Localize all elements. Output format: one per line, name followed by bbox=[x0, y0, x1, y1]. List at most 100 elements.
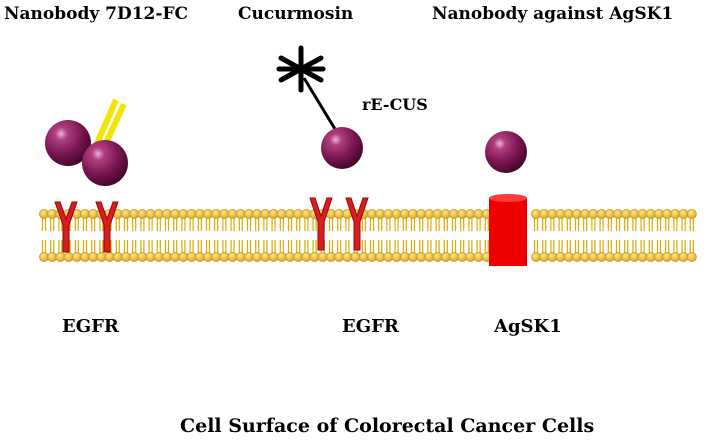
lipid-tails bbox=[50, 217, 55, 254]
lipid-tails bbox=[148, 217, 153, 254]
lipid-tails bbox=[607, 217, 612, 254]
lipid-tails bbox=[484, 217, 489, 254]
lipid-head bbox=[80, 209, 90, 219]
lipid-head bbox=[621, 209, 632, 219]
egfr-receptor-icon bbox=[345, 197, 369, 251]
lipid-tails bbox=[361, 217, 366, 254]
lipid-tails bbox=[681, 217, 686, 254]
lipid-head bbox=[440, 252, 451, 262]
lipid-head bbox=[153, 209, 164, 219]
lipid-tails bbox=[304, 217, 309, 254]
lipid-head bbox=[342, 252, 353, 262]
lipid-head bbox=[88, 209, 99, 219]
lipid-head bbox=[424, 209, 435, 219]
lipid-head bbox=[260, 252, 271, 262]
lipid-tails bbox=[279, 217, 284, 254]
lipid-head bbox=[572, 252, 582, 262]
lipid-head bbox=[432, 252, 443, 262]
lipid-head bbox=[654, 252, 664, 262]
nanobody-7d12-fc bbox=[45, 98, 128, 186]
lipid-head bbox=[203, 252, 213, 262]
lipid-head bbox=[449, 209, 459, 219]
lipid-head bbox=[563, 209, 574, 219]
lipid-head bbox=[686, 252, 697, 262]
lipid-head bbox=[235, 209, 246, 219]
lipid-tails bbox=[312, 217, 317, 254]
lipid-head bbox=[670, 252, 681, 262]
lipid-tails bbox=[345, 217, 350, 254]
lipid-head bbox=[375, 209, 386, 219]
lipid-head bbox=[285, 209, 295, 219]
lipid-head bbox=[170, 252, 181, 262]
lipid-head bbox=[170, 209, 181, 219]
lipid-head bbox=[654, 209, 664, 219]
lipid-tails bbox=[394, 217, 399, 254]
lipid-head bbox=[219, 209, 230, 219]
lipid-head bbox=[686, 209, 697, 219]
lipid-head bbox=[399, 209, 410, 219]
lipid-tails bbox=[443, 217, 448, 254]
lipid-head bbox=[604, 209, 615, 219]
lipid-tails bbox=[255, 217, 260, 254]
lipid-bilayer bbox=[39, 209, 697, 262]
lipid-tails bbox=[558, 217, 563, 254]
lipid-head bbox=[211, 209, 222, 219]
lipid-head bbox=[121, 209, 131, 219]
lipid-head bbox=[293, 252, 304, 262]
nanobody-sphere bbox=[82, 140, 128, 186]
lipid-head bbox=[662, 252, 673, 262]
lipid-tails bbox=[91, 217, 96, 254]
lipid-head bbox=[613, 252, 623, 262]
lipid-head bbox=[309, 252, 320, 262]
lipid-tails bbox=[648, 217, 653, 254]
egfr-receptor-icon bbox=[95, 201, 119, 253]
nanobody-agsk1-label: Nanobody against AgSK1 bbox=[432, 4, 674, 24]
lipid-tails bbox=[156, 217, 161, 254]
lipid-tails bbox=[386, 217, 391, 254]
lipid-tails bbox=[468, 217, 473, 254]
egfr-receptor-icon bbox=[309, 197, 333, 251]
lipid-tails bbox=[181, 217, 186, 254]
lipid-head bbox=[244, 252, 254, 262]
lipid-tails bbox=[410, 217, 416, 254]
lipid-head bbox=[662, 209, 673, 219]
lipid-tails bbox=[222, 217, 227, 254]
lipid-tails bbox=[402, 217, 407, 254]
lipid-head bbox=[531, 209, 541, 219]
lipid-tails bbox=[140, 217, 145, 254]
lipid-head bbox=[432, 209, 443, 219]
lipid-head bbox=[424, 252, 435, 262]
lipid-head bbox=[153, 252, 164, 262]
lipid-tails bbox=[591, 217, 596, 254]
lipid-head bbox=[301, 252, 312, 262]
lipid-head bbox=[572, 209, 582, 219]
lipid-head bbox=[645, 209, 656, 219]
lipid-head bbox=[178, 252, 189, 262]
lipid-head bbox=[276, 252, 287, 262]
lipid-tails bbox=[238, 217, 243, 254]
lipid-tails bbox=[328, 217, 334, 254]
lipid-head bbox=[96, 252, 107, 262]
lipid-tails bbox=[673, 217, 678, 254]
lipid-head bbox=[637, 209, 648, 219]
lipid-tails bbox=[214, 217, 219, 254]
lipid-tails bbox=[82, 217, 88, 254]
lipid-tails bbox=[632, 217, 637, 254]
re-cus-label: rE-CUS bbox=[362, 95, 428, 114]
lipid-tails bbox=[419, 217, 424, 254]
lipid-head bbox=[383, 209, 394, 219]
lipid-head bbox=[539, 252, 550, 262]
lipid-head bbox=[358, 252, 369, 262]
lipid-head bbox=[145, 209, 156, 219]
lipid-head bbox=[186, 252, 197, 262]
lipid-head bbox=[637, 252, 648, 262]
lipid-head bbox=[408, 209, 418, 219]
lipid-tails bbox=[460, 217, 465, 254]
lipid-head bbox=[539, 209, 550, 219]
lipid-head bbox=[645, 252, 656, 262]
lipid-head bbox=[162, 252, 172, 262]
lipid-head bbox=[112, 252, 123, 262]
lipid-head bbox=[629, 209, 640, 219]
lipid-tails bbox=[624, 217, 629, 254]
